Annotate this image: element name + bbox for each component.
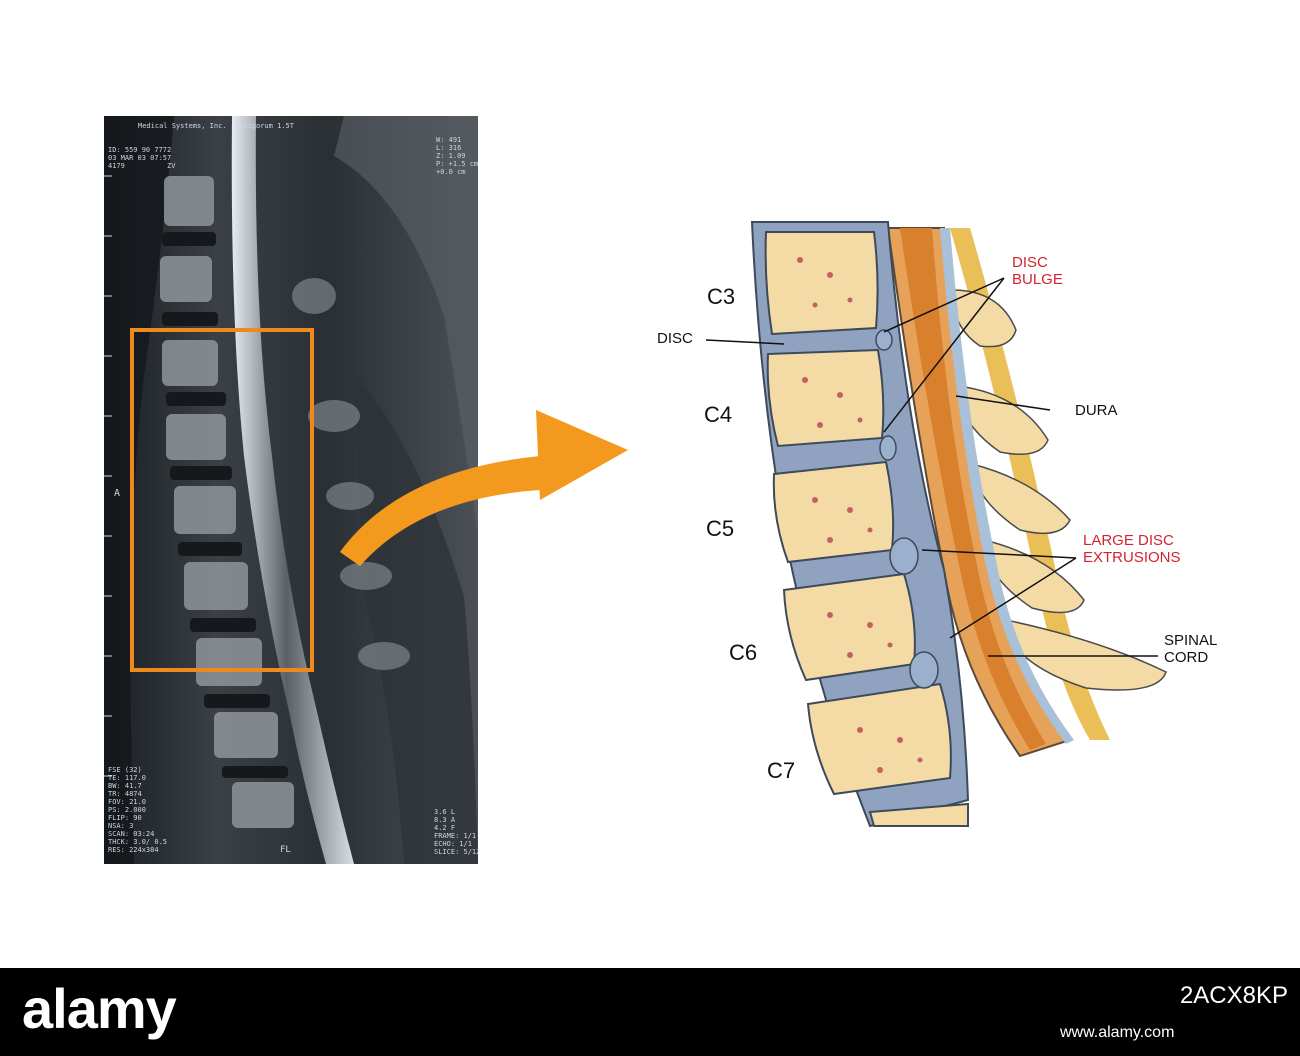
large-disc-extrusions-label: LARGE DISC EXTRUSIONS (1083, 532, 1181, 566)
spinous-processes (951, 289, 1167, 691)
vertebra-label-c3: C3 (707, 284, 736, 309)
disc-label: DISC (657, 330, 693, 347)
mri-header-top: Medical Systems, Inc. Invigorum 1.5T (138, 122, 294, 130)
vertebra-label-c5: C5 (706, 516, 735, 541)
footer-bar: alamy 2ACX8KP www.alamy.com (0, 968, 1300, 1056)
alamy-logo: alamy (22, 977, 177, 1040)
image-id: 2ACX8KP (1179, 982, 1288, 1009)
disc-bulge-label: DISC BULGE (1012, 254, 1063, 288)
mri-header-left: ID: 559 90 7772 03 MAR 03 07:57 4179 ZV (108, 146, 176, 170)
mri-footer-mid: FL (280, 845, 291, 855)
mri-footer-left: FSE (32) TE: 117.0 BW: 41.7 TR: 4874 FOV… (108, 766, 168, 854)
footer-url: www.alamy.com (1060, 1024, 1175, 1041)
spine-diagram (340, 221, 1167, 828)
dura-label: DURA (1075, 402, 1118, 419)
curved-arrow-icon (340, 410, 628, 566)
mri-header-right: W: 491 L: 316 Z: 1.09 P: +1.5 cm +0.0 cm (436, 136, 478, 176)
highlight-box (130, 328, 314, 672)
mri-footer-right: 3.6 L 8.3 A 4.2 F FRAME: 1/1 ECHO: 1/1 S… (434, 808, 478, 856)
vertebra-label-c6: C6 (729, 640, 758, 665)
spinal-cord-label: SPINAL CORD (1164, 632, 1218, 666)
leader-lines (705, 277, 1158, 657)
mri-orientation-label: A (114, 488, 121, 499)
vertebra-label-c7: C7 (767, 758, 796, 783)
vertebra-label-c4: C4 (704, 402, 733, 427)
vertebral-bodies (764, 231, 969, 827)
